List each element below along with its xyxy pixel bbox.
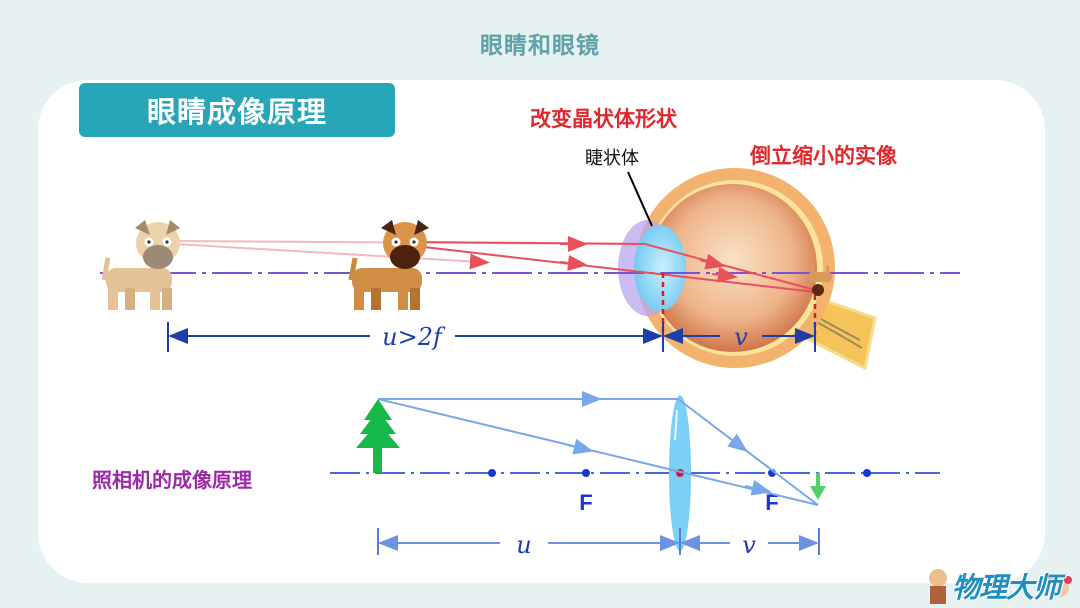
ray-near-dog-2 (414, 245, 816, 293)
ciliary-pointer (627, 171, 653, 227)
2f-point-right (863, 469, 871, 477)
image-description-label: 倒立缩小的实像 (750, 144, 897, 168)
annotation-change-lens-shape: 改变晶状体形状 (530, 107, 677, 131)
eye-dimension-lines (167, 322, 816, 352)
professor-character-icon (929, 569, 947, 587)
focal-right-label: F (765, 490, 778, 515)
ray-far-dog-2 (174, 243, 490, 270)
image-distance-label: v (734, 323, 748, 351)
ray-near-dog-1 (414, 241, 816, 291)
focal-point-left (582, 469, 590, 477)
2f-point-left (488, 469, 496, 477)
brand-logo: 物理大师 (922, 560, 1077, 608)
content-card (38, 80, 1045, 583)
near-dog-icon (348, 220, 429, 310)
camera-image-distance-label: v (742, 531, 756, 559)
brand-logo-text: 物理大师 (952, 571, 1061, 604)
camera-dimension-lines (377, 528, 820, 555)
ciliary-body-label: 睫状体 (585, 148, 639, 169)
girl-character-icon (1051, 579, 1069, 597)
object-distance-label: u>2f (382, 323, 446, 351)
inverted-dog-image-icon (808, 266, 832, 296)
camera-caption: 照相机的成像原理 (92, 468, 252, 492)
camera-rays (377, 398, 819, 506)
camera-object-distance-label: u (516, 531, 531, 559)
far-dog-icon (101, 220, 180, 310)
tree-object-icon (356, 399, 400, 473)
slide-title: 眼睛和眼镜 (480, 33, 600, 59)
crystalline-lens-icon (634, 225, 686, 311)
section-badge: 眼睛成像原理 (79, 83, 395, 137)
inverted-tree-image-icon (810, 473, 826, 500)
focal-left-label: F (579, 490, 592, 515)
